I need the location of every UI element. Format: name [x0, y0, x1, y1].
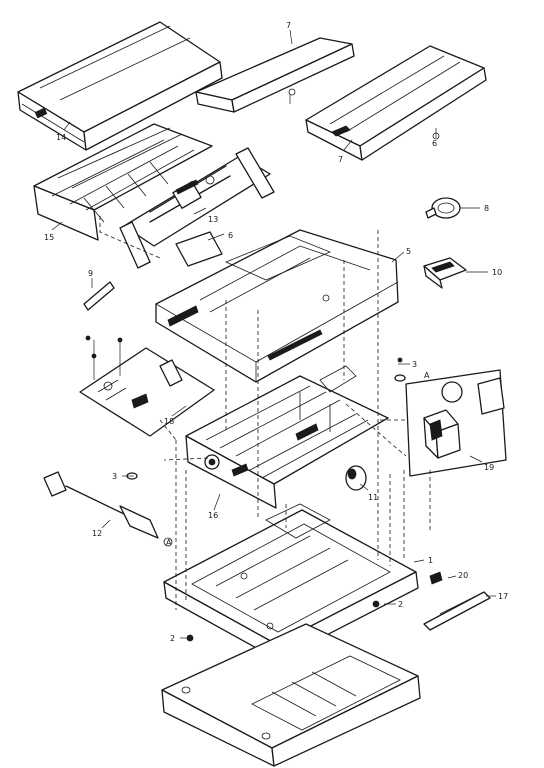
callout-1: 1 [428, 556, 433, 565]
callout-6: 6 [432, 139, 437, 148]
part-5-main-housing [155, 229, 399, 383]
callout-2b: 2 [170, 634, 175, 643]
callout-14: 14 [56, 133, 66, 142]
callout-8: 8 [484, 204, 489, 213]
part-12-power-cord [43, 471, 173, 547]
part-16-print-mechanism [185, 365, 389, 509]
part-20-clip [429, 571, 443, 585]
callout-13: 13 [208, 215, 218, 224]
callout-3a: 3 [412, 360, 417, 369]
callout-9: 9 [88, 269, 93, 278]
callout-10: 10 [492, 268, 502, 277]
part-11-motor [345, 465, 367, 491]
callout-19: 19 [484, 463, 494, 472]
part-13-tractor-assembly [119, 147, 275, 269]
bottom-tray [161, 623, 421, 767]
callout-labels: 7 14 7 6 8 15 13 6 5 10 9 3 A 18 19 3 11… [44, 21, 508, 643]
part-10-ribbon-cartridge [423, 257, 467, 289]
callout-A2: A [166, 538, 172, 547]
callout-20: 20 [458, 571, 468, 580]
callout-15: 15 [44, 233, 54, 242]
part-9-bracket [83, 281, 115, 311]
assembly-lines [99, 216, 431, 610]
part-14-top-cover [17, 21, 223, 151]
callout-17: 17 [498, 592, 508, 601]
callout-A1: A [424, 371, 430, 380]
callout-16: 16 [208, 511, 218, 520]
callout-7a: 7 [286, 21, 291, 30]
callout-5: 5 [406, 247, 411, 256]
callout-11: 11 [368, 493, 378, 502]
callout-12: 12 [92, 529, 102, 538]
leader-lines [51, 29, 496, 639]
callout-18: 18 [164, 417, 174, 426]
callout-2a: 2 [398, 600, 403, 609]
part-6-paper-guide [305, 45, 487, 161]
part-18-circuit-board [79, 340, 215, 437]
part-7-access-panel [195, 37, 355, 113]
part-8-platen-knob [425, 197, 461, 219]
part-19-power-supply [405, 369, 507, 477]
part-15-front-cover [33, 123, 213, 241]
part-6-cover-plate [175, 231, 223, 267]
callout-6-plate: 6 [228, 231, 233, 240]
part-17-side-bracket [423, 591, 491, 631]
callout-3b: 3 [112, 472, 117, 481]
callout-7b: 7 [338, 155, 343, 164]
